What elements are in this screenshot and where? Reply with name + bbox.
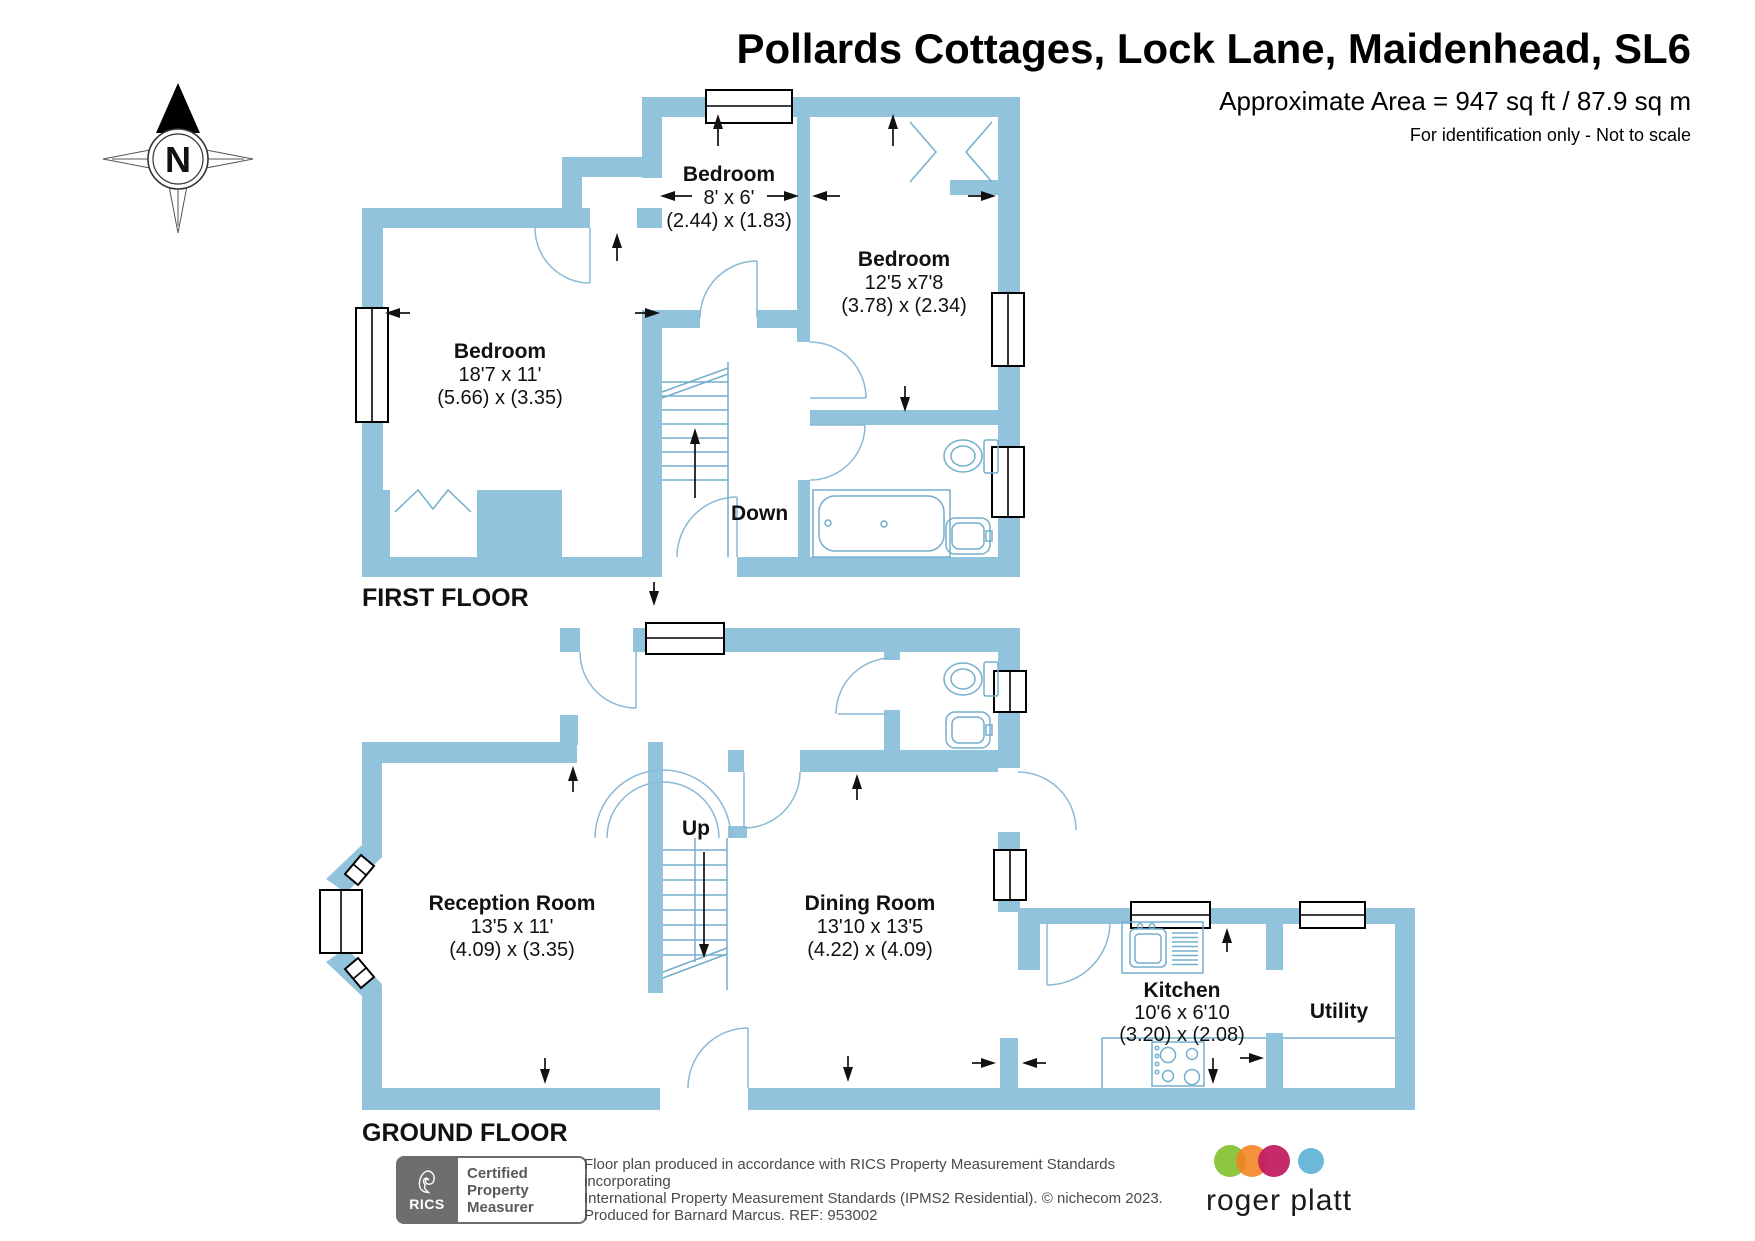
- scale-note: For identification only - Not to scale: [1409, 125, 1691, 145]
- window: [991, 292, 1025, 367]
- roger-platt-circles-icon: [1214, 1145, 1324, 1177]
- room-dim-imperial: 10'6 x 6'10: [1134, 1002, 1230, 1024]
- rics-certified-logo: RICS Certified Property Measurer: [396, 1156, 587, 1224]
- stairs-down-label: Down: [731, 502, 788, 525]
- disclaimer-text: Floor plan produced in accordance with R…: [584, 1156, 1184, 1224]
- room-dim-imperial: 18'7 x 11': [459, 364, 542, 386]
- stairs-first-floor: [661, 362, 729, 557]
- kitchen-sink-unit-icon: [1121, 921, 1204, 974]
- archway: [594, 769, 732, 839]
- fireplace-icon: [394, 488, 472, 513]
- room-dim-metric: (3.78) x (2.34): [841, 295, 967, 317]
- window: [991, 446, 1025, 518]
- disclaimer-line-1: Floor plan produced in accordance with R…: [584, 1156, 1116, 1190]
- cert-line: Certified: [467, 1164, 528, 1182]
- door-arc: [835, 657, 893, 715]
- room-dim-metric: (5.66) x (3.35): [437, 387, 563, 409]
- roger-platt-logo: roger platt: [1206, 1140, 1396, 1218]
- compass-icon: N: [102, 83, 254, 234]
- toilet-icon: [943, 439, 999, 474]
- sink-icon: [945, 517, 993, 555]
- sink-icon: [945, 711, 993, 749]
- room-label-reception: Reception Room 13'5 x 11' (4.09) x (3.35…: [429, 892, 596, 961]
- page-title: Pollards Cottages, Lock Lane, Maidenhead…: [736, 25, 1691, 72]
- room-dim-imperial: 12'5 x7'8: [865, 272, 944, 294]
- window: [343, 853, 376, 887]
- rics-lion-icon: [418, 1169, 435, 1193]
- cert-line: Property: [467, 1181, 529, 1199]
- room-name: Bedroom: [454, 340, 546, 363]
- room-dim-imperial: 13'5 x 11': [471, 916, 554, 938]
- window: [1299, 901, 1366, 929]
- room-dim-metric: (4.09) x (3.35): [449, 939, 575, 961]
- room-name: Reception Room: [429, 892, 596, 915]
- front-door-arc: [579, 651, 637, 709]
- window: [1130, 901, 1211, 929]
- compass-north-label: N: [165, 139, 191, 180]
- disclaimer-line-3: Produced for Barnard Marcus. REF: 953002: [584, 1207, 878, 1224]
- door-arc: [809, 424, 866, 481]
- room-label-bedroom2: Bedroom 8' x 6' (2.44) x (1.83): [666, 163, 792, 232]
- rics-wordmark: RICS: [409, 1195, 445, 1212]
- room-name: Bedroom: [683, 163, 775, 186]
- ground-floor-doors: [579, 651, 1111, 1089]
- room-dim-imperial: 13'10 x 13'5: [817, 916, 924, 938]
- first-floor-doors: [534, 227, 867, 558]
- room-label-bedroom3: Bedroom 12'5 x7'8 (3.78) x (2.34): [841, 248, 967, 317]
- cert-line: Measurer: [467, 1198, 534, 1216]
- counter-lines: [1101, 1037, 1395, 1088]
- door-arc: [809, 341, 867, 399]
- disclaimer-line-2: International Property Measurement Stand…: [584, 1190, 1163, 1207]
- ground-floor-label: GROUND FLOOR: [362, 1119, 568, 1147]
- room-label-dining: Dining Room 13'10 x 13'5 (4.22) x (4.09): [805, 892, 936, 961]
- door-arc: [687, 1027, 749, 1089]
- title-block: Pollards Cottages, Lock Lane, Maidenhead…: [736, 26, 1691, 146]
- window: [705, 89, 793, 124]
- rics-badge: RICS: [396, 1156, 458, 1224]
- window: [319, 889, 363, 954]
- rics-cert-text: Certified Property Measurer: [458, 1156, 587, 1224]
- room-label-utility: Utility: [1310, 1000, 1369, 1023]
- room-dim-metric: (2.44) x (1.83): [666, 210, 792, 232]
- room-label-kitchen: Kitchen 10'6 x 6'10 (3.20) x (2.08): [1119, 979, 1245, 1046]
- door-arc: [1017, 771, 1077, 831]
- door-arc: [534, 227, 591, 284]
- bathtub-icon: [812, 489, 951, 558]
- door-arc: [743, 771, 801, 829]
- window: [645, 622, 725, 655]
- window: [355, 307, 389, 423]
- roger-platt-wordmark: roger platt: [1206, 1184, 1353, 1217]
- room-dim-metric: (4.22) x (4.09): [807, 939, 933, 961]
- door-arc: [699, 260, 758, 319]
- room-name: Bedroom: [858, 248, 950, 271]
- dimension-arrows-first: [385, 114, 996, 606]
- window: [993, 670, 1027, 713]
- hob-icon: [1151, 1041, 1205, 1087]
- window: [343, 956, 376, 990]
- dimension-arrows-ground: [540, 766, 1264, 1084]
- ground-floor-plan: Reception Room 13'5 x 11' (4.09) x (3.35…: [319, 622, 1415, 1147]
- room-name: Kitchen: [1143, 979, 1220, 1002]
- stairs-up-label: Up: [682, 817, 710, 840]
- ground-floor-windows: [319, 622, 1366, 990]
- door-arc: [1046, 921, 1111, 986]
- toilet-icon: [943, 661, 999, 697]
- door-arc: [676, 496, 738, 558]
- room-name: Dining Room: [805, 892, 936, 915]
- first-floor-label: FIRST FLOOR: [362, 584, 529, 612]
- stairs-ground-floor: [662, 838, 728, 990]
- window: [993, 849, 1027, 901]
- room-dim-imperial: 8' x 6': [704, 187, 755, 209]
- first-floor-plan: Bedroom 18'7 x 11' (5.66) x (3.35) Bedro…: [355, 89, 1025, 612]
- room-label-bedroom1: Bedroom 18'7 x 11' (5.66) x (3.35): [437, 340, 563, 409]
- room-dim-metric: (3.20) x (2.08): [1119, 1024, 1245, 1046]
- approx-area: Approximate Area = 947 sq ft / 87.9 sq m: [1219, 86, 1691, 116]
- closet-doors-icon: [909, 121, 993, 183]
